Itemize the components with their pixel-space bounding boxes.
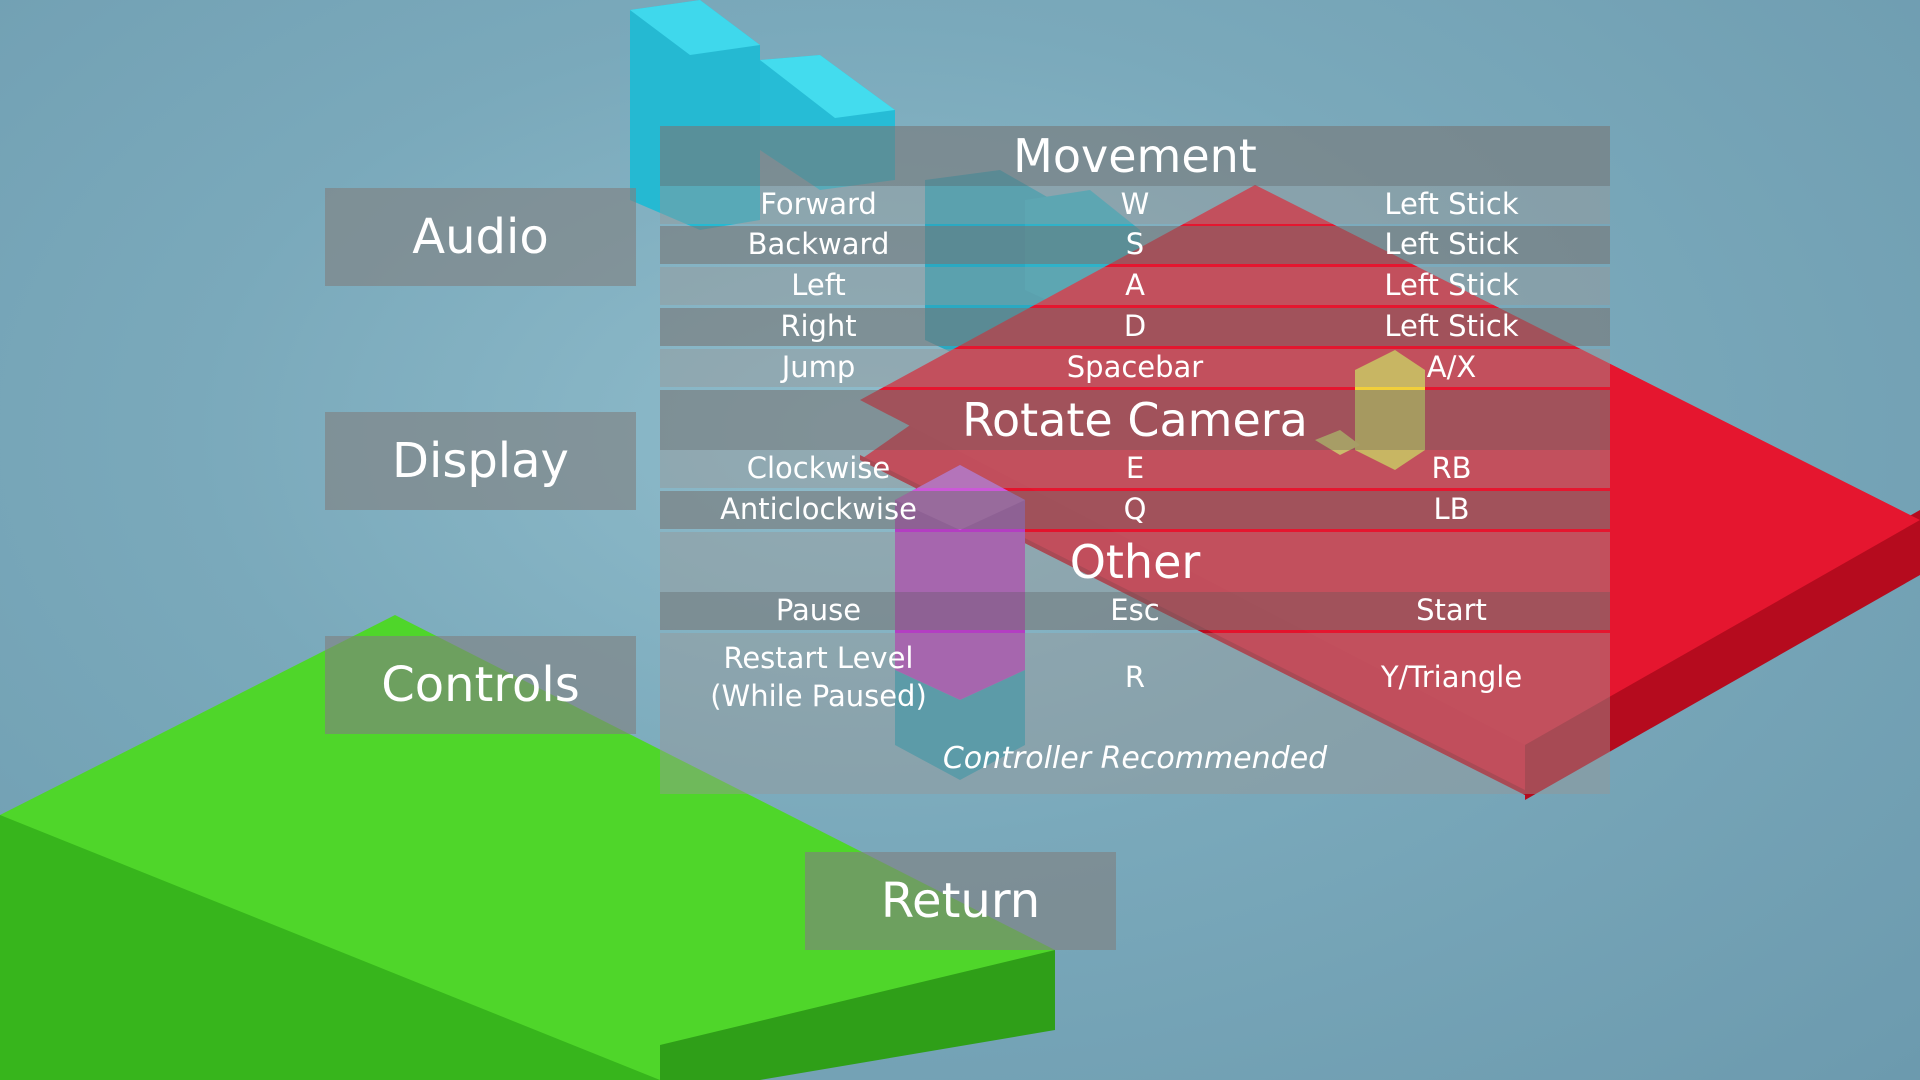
- control-action: Left: [791, 268, 846, 303]
- control-row: Backward S Left Stick: [660, 226, 1610, 264]
- control-controller: Left Stick: [1384, 268, 1519, 303]
- green-platform-block: [0, 615, 1055, 1080]
- controls-panel: Movement Forward W Left Stick Backward S…: [660, 126, 1610, 794]
- control-row: Right D Left Stick: [660, 308, 1610, 346]
- control-keyboard: E: [1125, 451, 1145, 486]
- control-action: Clockwise: [746, 451, 891, 486]
- control-action: Jump: [781, 350, 856, 385]
- control-action: Anticlockwise: [720, 492, 917, 527]
- control-keyboard: R: [1124, 659, 1146, 694]
- control-controller: A/X: [1426, 350, 1477, 385]
- control-controller: LB: [1433, 492, 1470, 527]
- section-header-other: Other: [660, 532, 1610, 592]
- control-controller: Start: [1416, 593, 1487, 628]
- audio-button[interactable]: Audio: [325, 188, 636, 286]
- controls-button[interactable]: Controls: [325, 636, 636, 734]
- return-button[interactable]: Return: [805, 852, 1116, 950]
- control-keyboard: S: [1125, 227, 1145, 262]
- control-action: Right: [780, 309, 857, 344]
- controller-recommended-note: Controller Recommended: [660, 722, 1610, 794]
- section-header-movement: Movement: [660, 126, 1610, 186]
- control-keyboard: Esc: [1110, 593, 1160, 628]
- section-header-rotate-camera: Rotate Camera: [660, 390, 1610, 450]
- control-controller: RB: [1431, 451, 1472, 486]
- control-row: Forward W Left Stick: [660, 186, 1610, 224]
- control-row: Pause Esc Start: [660, 592, 1610, 630]
- control-controller: Y/Triangle: [1380, 659, 1523, 694]
- control-controller: Left Stick: [1384, 309, 1519, 344]
- control-row: Clockwise E RB: [660, 450, 1610, 488]
- control-keyboard: W: [1120, 187, 1150, 222]
- control-action: Pause: [775, 593, 862, 628]
- control-action: Backward: [747, 227, 890, 262]
- control-row: Anticlockwise Q LB: [660, 491, 1610, 529]
- control-keyboard: Spacebar: [1066, 350, 1204, 385]
- control-keyboard: D: [1123, 309, 1147, 344]
- display-button[interactable]: Display: [325, 412, 636, 510]
- control-controller: Left Stick: [1384, 227, 1519, 262]
- control-controller: Left Stick: [1384, 187, 1519, 222]
- control-action: Restart Level (While Paused): [710, 640, 927, 713]
- control-row: Jump Spacebar A/X: [660, 349, 1610, 387]
- control-row: Left A Left Stick: [660, 267, 1610, 305]
- control-keyboard: Q: [1123, 492, 1147, 527]
- control-keyboard: A: [1125, 268, 1145, 303]
- control-row: Restart Level (While Paused) R Y/Triangl…: [660, 633, 1610, 722]
- control-action: Forward: [760, 187, 877, 222]
